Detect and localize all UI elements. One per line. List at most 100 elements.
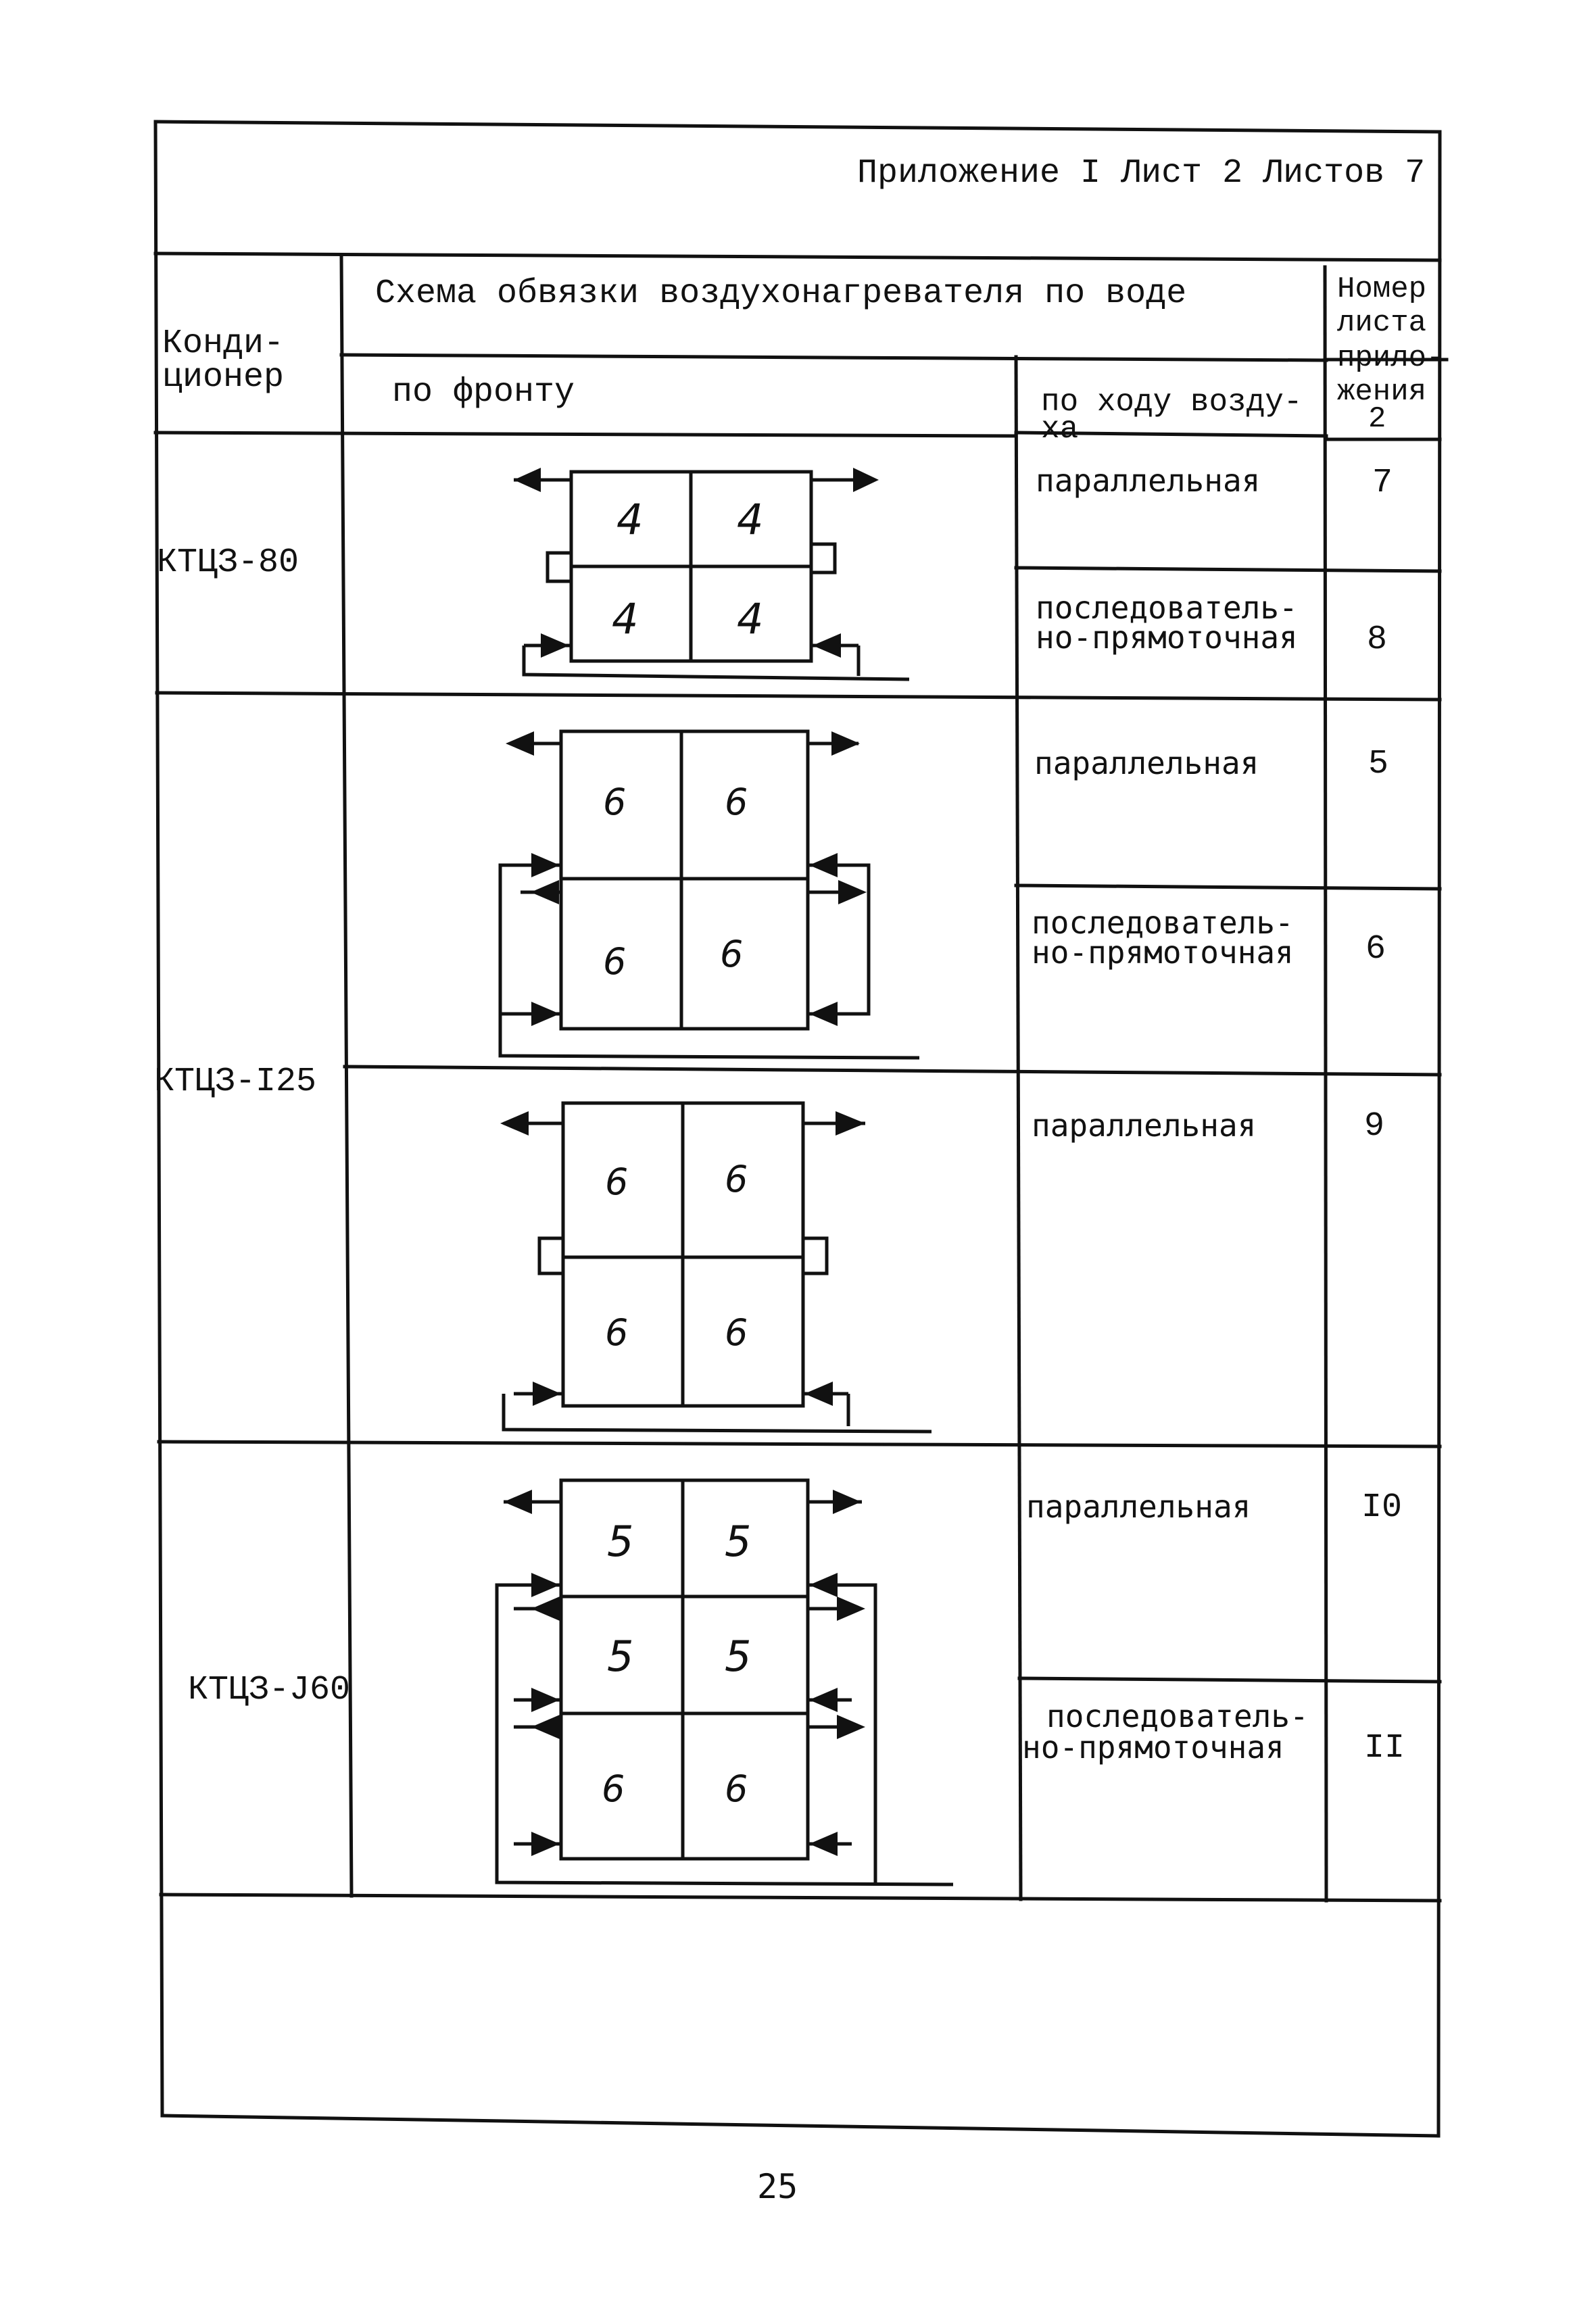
airflow-variant: последователь-: [1046, 1698, 1309, 1734]
col-sheet-line-5: 2: [1368, 402, 1386, 436]
row2-bottom: [343, 1065, 1442, 1077]
arrow-left-icon: [809, 1688, 838, 1712]
conditioner-name: КТЦЗ-I25: [154, 1063, 317, 1101]
sheet-number: 7: [1372, 464, 1393, 502]
col-sheet-line-1: Номер: [1337, 272, 1427, 306]
sheet-number: 9: [1364, 1107, 1385, 1146]
airflow-variant: но-прямоточная: [1022, 1729, 1284, 1765]
heater-cell-label: 5: [607, 1632, 634, 1681]
sheet-number: 8: [1367, 620, 1388, 659]
header-divider: [153, 251, 1442, 262]
subheader-divider: [339, 353, 1328, 362]
heater-cell-label: 4: [616, 495, 644, 544]
arrow-left-icon: [809, 1002, 838, 1026]
diagram-4-arrows: [504, 1490, 865, 1856]
heater-cell-label: 6: [720, 933, 744, 975]
frame-right-line: [1436, 130, 1442, 2138]
heater-cell-label: 6: [602, 1768, 625, 1810]
col-divider-1: [339, 253, 354, 1898]
sheet-number: II: [1364, 1729, 1405, 1768]
airflow-variant: параллельная: [1026, 1488, 1251, 1525]
col-divider-2: [1014, 355, 1023, 1901]
frame-bottom-line: [160, 2114, 1441, 2138]
col-airflow-line-1: по ходу возду-: [1041, 385, 1303, 420]
airflow-variant: параллельная: [1032, 1107, 1257, 1144]
col-airflow-line-2: ха: [1041, 412, 1079, 447]
airflow-variant: последователь-: [1036, 589, 1298, 626]
row4-variant-split: [1017, 1676, 1442, 1684]
frame-left-line: [153, 120, 164, 2118]
conditioner-name: КТЦЗ-J60: [188, 1671, 351, 1709]
heater-diagram-3: [502, 1101, 932, 1434]
diagram-2-arrows: [506, 731, 867, 1026]
arrow-right-icon: [836, 1111, 865, 1136]
airflow-variant: параллельная: [1034, 745, 1259, 781]
arrow-left-icon: [514, 468, 541, 492]
col-sheet-line-3: прило-: [1337, 341, 1445, 375]
arrow-right-icon: [853, 468, 879, 492]
arrow-right-icon: [531, 1002, 560, 1026]
arrow-right-icon: [531, 853, 560, 877]
heater-cell-label: 4: [612, 594, 639, 643]
col-scheme-title: Схема обвязки воздухонагревателя по воде: [375, 274, 1187, 313]
heater-cell-label: 6: [725, 1768, 748, 1810]
arrow-right-icon: [531, 1688, 560, 1712]
col-sheet-line-4: жения: [1337, 375, 1427, 409]
heater-cell-label: 4: [737, 495, 764, 544]
arrow-left-icon: [531, 1597, 560, 1621]
arrow-left-icon: [804, 1382, 833, 1406]
airflow-variant: но-прямоточная: [1036, 619, 1298, 656]
airflow-variant: параллельная: [1036, 462, 1261, 499]
heater-cell-label: 6: [725, 1158, 748, 1200]
arrow-right-icon: [838, 880, 867, 904]
heater-cell-label: 5: [725, 1632, 752, 1681]
sheet-number: 6: [1365, 930, 1386, 969]
row3-bottom: [157, 1440, 1442, 1448]
arrow-left-icon: [506, 731, 534, 756]
heater-cell-label: 5: [607, 1517, 634, 1566]
airflow-variant: последователь-: [1032, 904, 1294, 941]
col-conditioner-line-2: ционер: [162, 358, 285, 397]
arrow-right-icon: [541, 633, 569, 658]
subheader-bottom-right: [1014, 431, 1328, 438]
page-number: 25: [757, 2167, 798, 2206]
diagram-3-arrows: [500, 1111, 865, 1406]
row1-variant-split: [1014, 566, 1442, 573]
heater-cell-label: 6: [603, 940, 627, 983]
arrow-left-icon: [813, 633, 841, 658]
arrow-left-icon: [809, 1573, 838, 1597]
sheet-number: 5: [1368, 745, 1389, 783]
arrow-left-icon: [500, 1111, 529, 1136]
heater-cell-label: 6: [725, 1311, 748, 1354]
arrow-left-icon: [531, 880, 559, 904]
col-conditioner-line-1: Конди-: [162, 324, 285, 363]
heater-cell-label: 6: [725, 781, 748, 823]
heater-diagram-1: [514, 470, 910, 681]
header-row-bottom: [153, 431, 1018, 438]
sheet-number: I0: [1361, 1488, 1403, 1527]
conditioner-name: КТЦЗ-80: [157, 543, 299, 582]
row1-bottom: [155, 691, 1442, 702]
arrow-left-icon: [504, 1490, 532, 1514]
heater-cell-label: 6: [603, 781, 627, 823]
arrow-left-icon: [531, 1715, 560, 1739]
arrow-left-icon: [809, 1832, 838, 1856]
heater-cell-label: 5: [725, 1517, 752, 1566]
heater-cell-label: 6: [605, 1161, 629, 1203]
arrow-right-icon: [837, 1597, 865, 1621]
arrow-right-icon: [531, 1573, 560, 1597]
col-divider-3: [1323, 265, 1328, 1903]
airflow-variant: но-прямоточная: [1032, 934, 1294, 971]
arrow-left-icon: [809, 853, 838, 877]
heater-cell-label: 4: [737, 594, 764, 643]
diagram-1-arrows: [514, 468, 879, 658]
col-front: по фронту: [392, 373, 575, 412]
frame-top-line: [153, 120, 1442, 134]
appendix-label: Приложение I Лист 2 Листов 7: [857, 154, 1426, 193]
arrow-right-icon: [833, 1490, 861, 1514]
row2-variant-split: [1014, 883, 1442, 891]
arrow-right-icon: [531, 1832, 560, 1856]
